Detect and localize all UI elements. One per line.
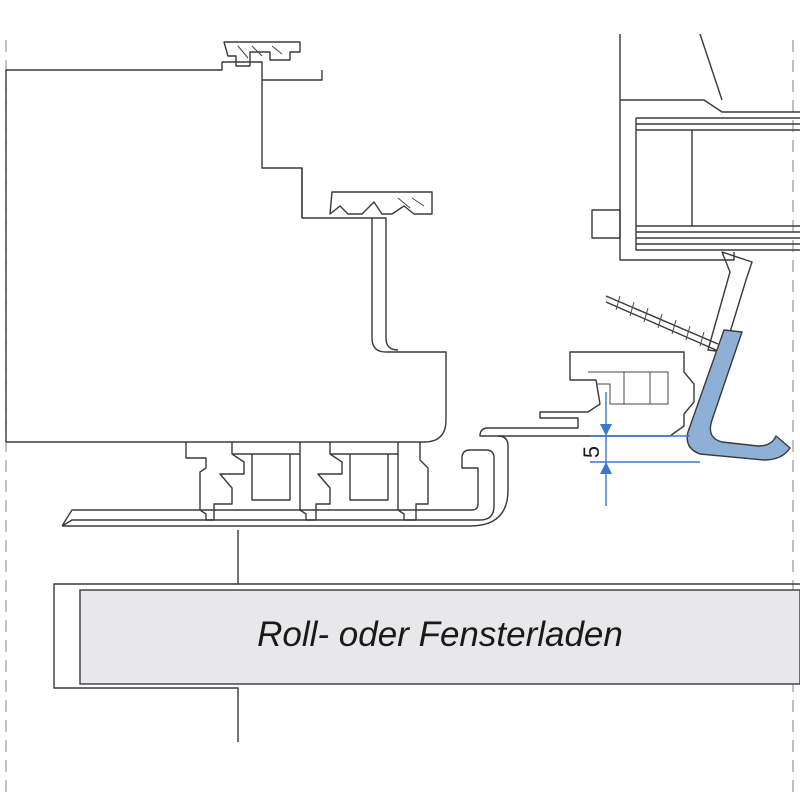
screw-icon bbox=[605, 295, 719, 351]
sill-track-left bbox=[185, 442, 343, 521]
shutter-box bbox=[79, 589, 800, 685]
dimension-label: 5 bbox=[579, 445, 604, 459]
middle-gasket bbox=[329, 191, 433, 215]
weather-seal bbox=[686, 329, 791, 461]
frame-inner-profile bbox=[588, 371, 669, 405]
wall-outline bbox=[53, 530, 239, 742]
frame-drip-rail bbox=[479, 351, 695, 437]
dashed-guide-lines bbox=[5, 40, 794, 800]
sash-frame-profile bbox=[5, 61, 447, 443]
glazing-unit bbox=[591, 33, 800, 261]
sill-base-plate bbox=[61, 435, 509, 527]
sash-stem bbox=[372, 217, 399, 351]
sash-inner-edge bbox=[262, 70, 323, 218]
shutter-label: Roll- oder Fensterladen bbox=[257, 615, 623, 654]
sill-track-right bbox=[330, 442, 429, 521]
upper-gasket bbox=[223, 41, 301, 67]
dimension-annotation bbox=[590, 392, 700, 506]
